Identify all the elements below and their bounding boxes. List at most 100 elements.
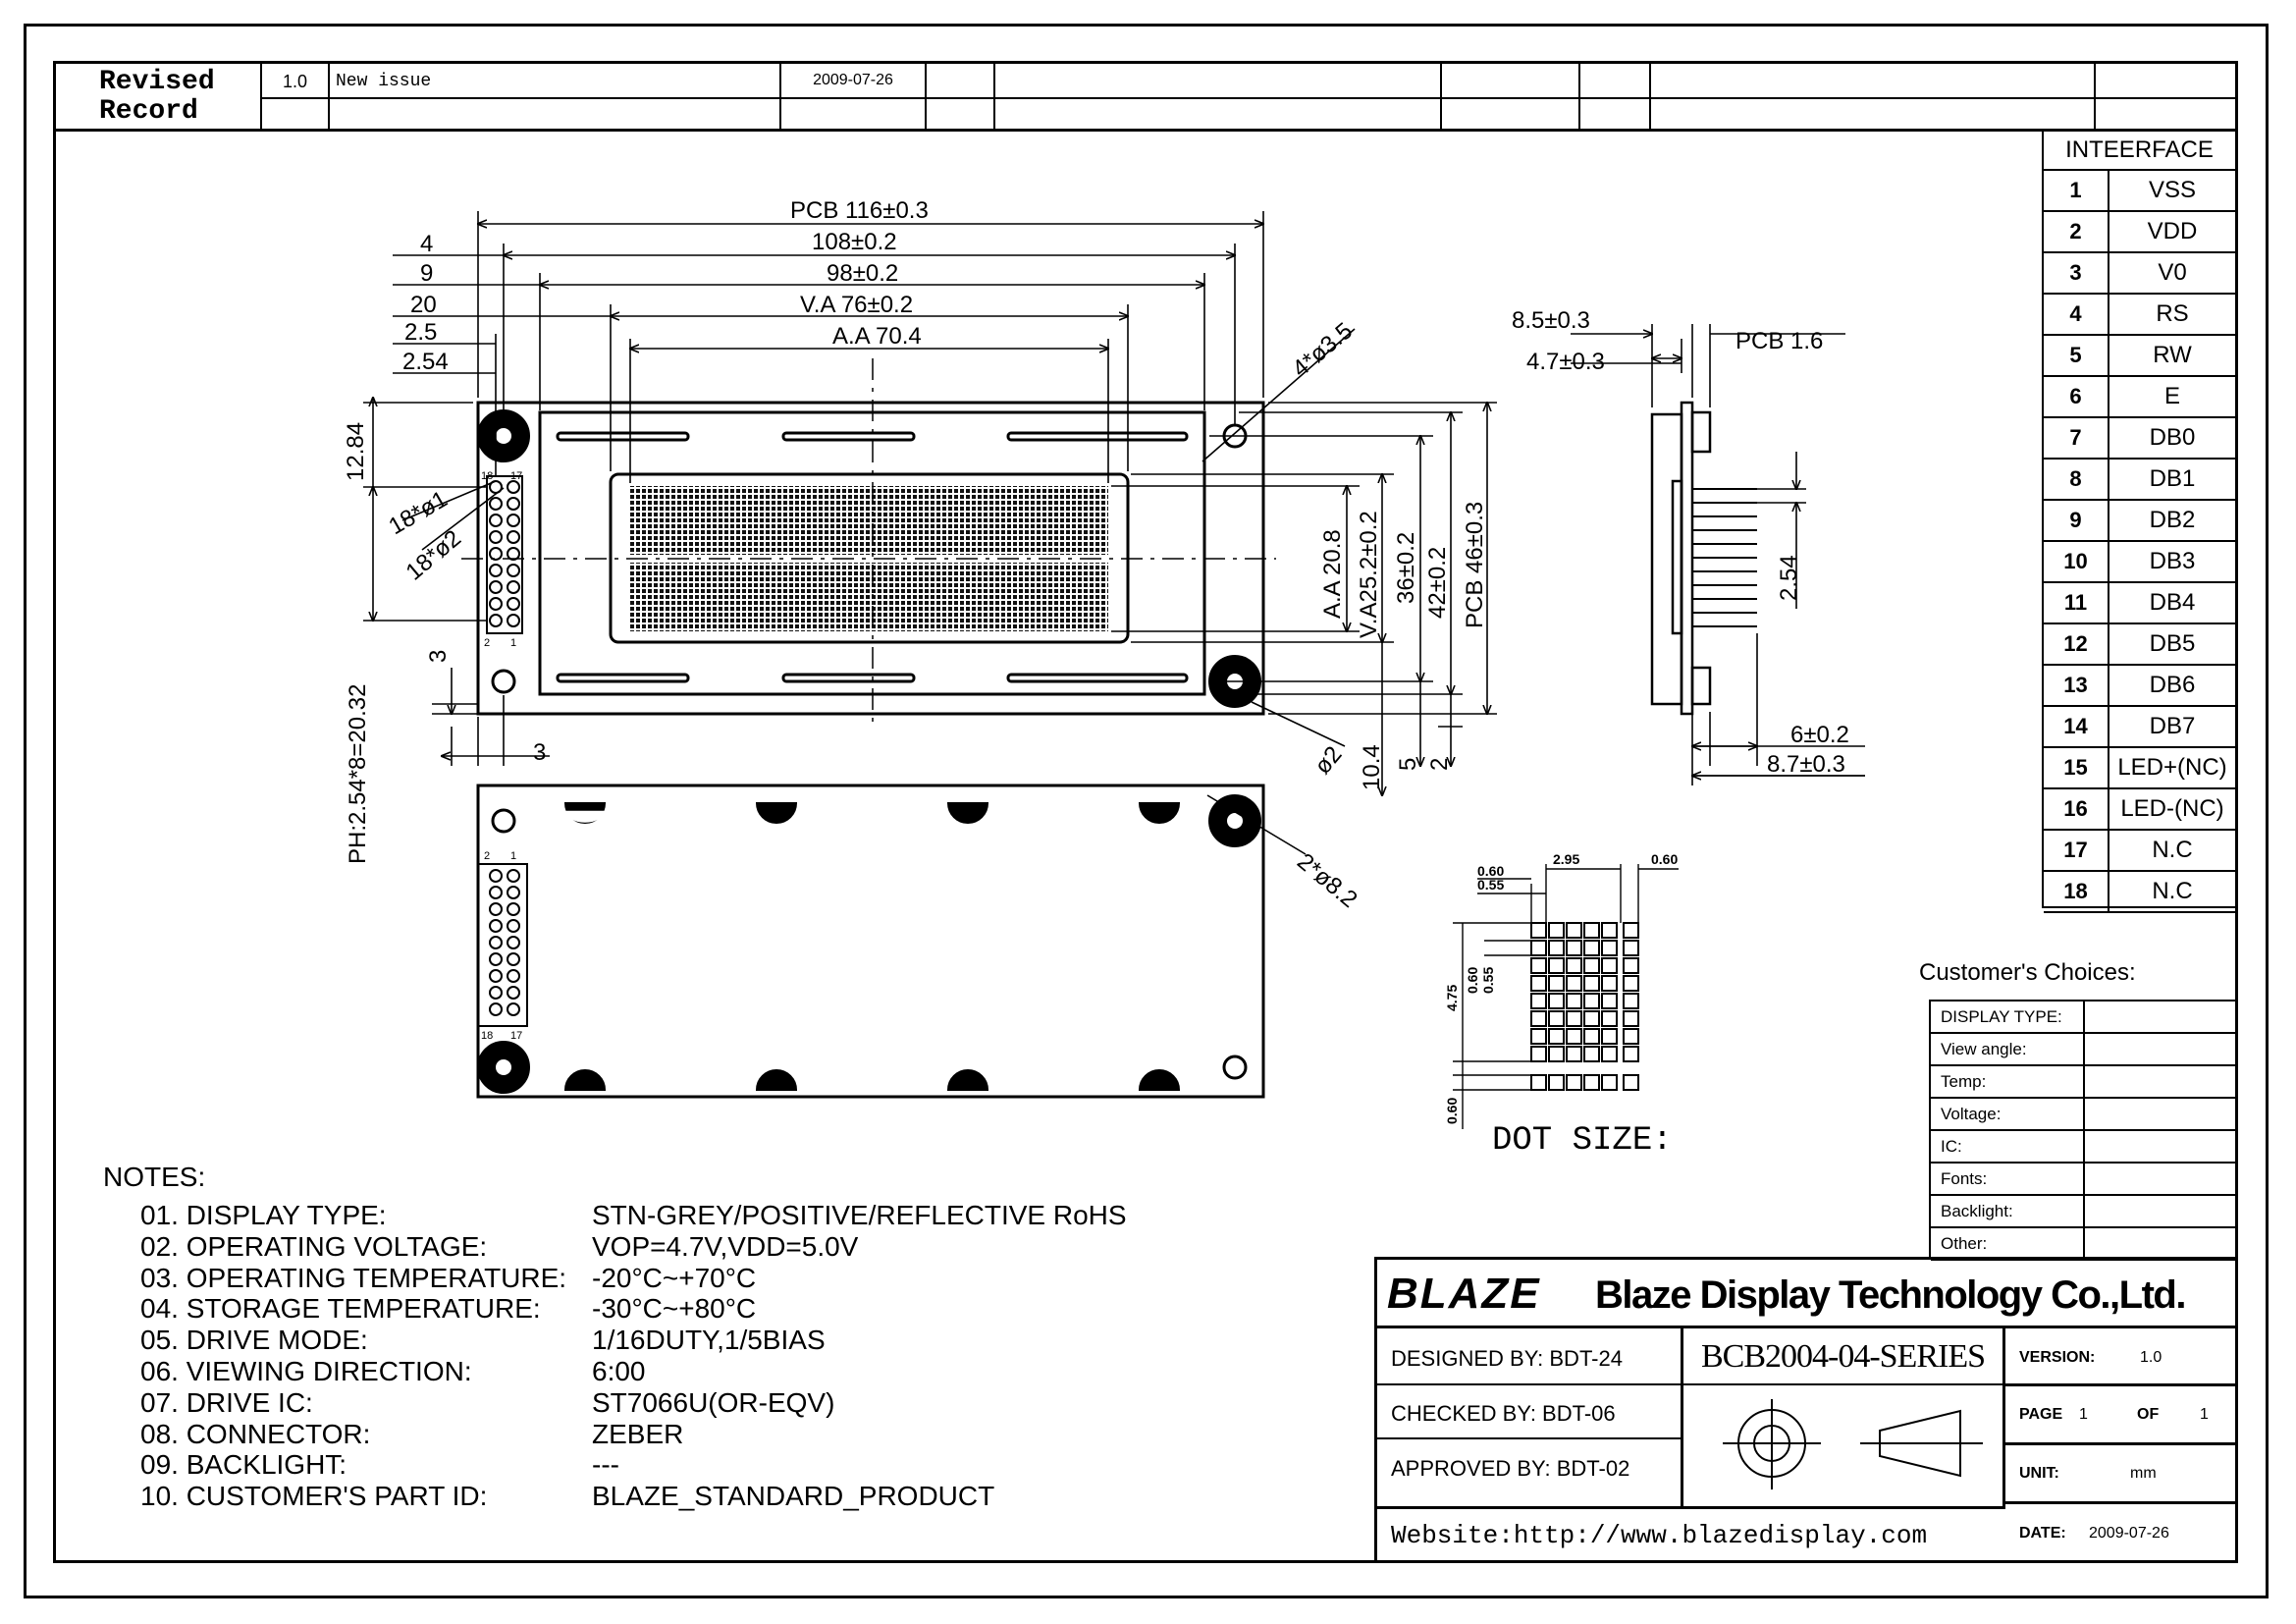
note-item: 08. CONNECTOR: ZEBER bbox=[140, 1419, 1220, 1450]
pin-label-2: 2 bbox=[484, 637, 490, 649]
date-value: 2009-07-26 bbox=[2089, 1525, 2169, 1542]
pin-number: 9 bbox=[2044, 501, 2109, 540]
note-item: 05. DRIVE MODE:1/16DUTY,1/5BIAS bbox=[140, 1325, 1220, 1356]
pin-number: 8 bbox=[2044, 460, 2109, 499]
dim-pcb-width: PCB 116±0.3 bbox=[790, 197, 929, 224]
customer-choice-value bbox=[2085, 1164, 2235, 1194]
part-number: BCB2004-04-SERIES bbox=[1683, 1338, 2002, 1385]
connector-pins-front bbox=[486, 475, 523, 634]
customer-choice-value bbox=[2085, 1034, 2235, 1064]
dot-0-60-b: 0.60 bbox=[1651, 851, 1678, 867]
pin-signal: DB2 bbox=[2149, 507, 2196, 533]
dim-side-8-5: 8.5±0.3 bbox=[1512, 307, 1590, 334]
pin-signal: DB3 bbox=[2149, 548, 2196, 574]
pin-signal: N.C bbox=[2152, 878, 2193, 904]
page-label: PAGE bbox=[2019, 1406, 2063, 1423]
note-item: 10. CUSTOMER'S PART ID:BLAZE_STANDARD_PR… bbox=[140, 1481, 1220, 1512]
dim-aa-width: A.A 70.4 bbox=[832, 323, 922, 350]
note-label: 02. OPERATING VOLTAGE: bbox=[140, 1230, 488, 1262]
company-banner: BLAZE Blaze Display Technology Co.,Ltd. bbox=[1377, 1260, 2235, 1328]
of-value: 1 bbox=[2200, 1406, 2209, 1423]
revision-date-cell: 2009-07-26 bbox=[781, 64, 927, 129]
note-value: -20°C~+70°C bbox=[592, 1262, 757, 1293]
note-item: 02. OPERATING VOLTAGE:VOP=4.7V,VDD=5.0V bbox=[140, 1231, 1220, 1263]
pin-number: 17 bbox=[2044, 831, 2109, 870]
dim-va-width: V.A 76±0.2 bbox=[800, 292, 913, 318]
revision-title-cell: Revised Record bbox=[56, 64, 262, 129]
pin-signal: DB0 bbox=[2149, 424, 2196, 451]
projection-symbol bbox=[1723, 1399, 1983, 1489]
pin-number: 6 bbox=[2044, 377, 2109, 416]
note-value: -30°C~+80°C bbox=[592, 1293, 757, 1325]
pin-signal: DB4 bbox=[2149, 589, 2196, 616]
note-label: 07. DRIVE IC: bbox=[140, 1386, 313, 1418]
note-value: BLAZE_STANDARD_PRODUCT bbox=[592, 1481, 995, 1512]
pin-signal: DB6 bbox=[2149, 672, 2196, 698]
pin-number: 7 bbox=[2044, 418, 2109, 458]
note-item: 09. BACKLIGHT:--- bbox=[140, 1449, 1220, 1481]
customer-choices-title: Customer's Choices: bbox=[1919, 959, 2136, 986]
pin-number: 18 bbox=[2044, 872, 2109, 911]
dim-5: 5 bbox=[1395, 758, 1421, 771]
dim-2-54: 2.54 bbox=[402, 349, 449, 375]
note-label: 08. CONNECTOR: bbox=[140, 1418, 371, 1449]
customer-choice-value bbox=[2085, 1066, 2235, 1097]
dim-side-8-7: 8.7±0.3 bbox=[1767, 751, 1845, 778]
pin-signal: LED+(NC) bbox=[2117, 754, 2227, 781]
pin-signal: VDD bbox=[2147, 218, 2198, 244]
revision-cell-7 bbox=[1442, 64, 1580, 129]
notes-title: NOTES: bbox=[103, 1162, 206, 1192]
pin-number: 14 bbox=[2044, 707, 2109, 746]
dim-side-2-54: 2.54 bbox=[1776, 555, 1802, 601]
revision-cell-9 bbox=[1651, 64, 2096, 129]
back-components bbox=[563, 802, 1181, 1091]
pcb-back-outline bbox=[476, 784, 1265, 1099]
note-label: 01. DISPLAY TYPE: bbox=[140, 1200, 387, 1230]
signoff-column: DESIGNED BY: BDT-24 CHECKED BY: BDT-06 A… bbox=[1377, 1328, 1683, 1506]
back-pin-label-2: 2 bbox=[484, 850, 490, 862]
note-value: 1/16DUTY,1/5BIAS bbox=[592, 1325, 826, 1356]
customer-choice-label: Temp: bbox=[1931, 1066, 2085, 1097]
website-row: Website:http://www.blazedisplay.com bbox=[1377, 1506, 2005, 1563]
pin-number: 12 bbox=[2044, 624, 2109, 664]
dim-10-4: 10.4 bbox=[1359, 744, 1385, 790]
customer-choice-value bbox=[2085, 1228, 2235, 1259]
dim-2: 2 bbox=[1426, 758, 1453, 771]
dim-2-5: 2.5 bbox=[404, 319, 437, 346]
pin-number: 16 bbox=[2044, 789, 2109, 829]
note-item: 01. DISPLAY TYPE:STN-GREY/POSITIVE/REFLE… bbox=[140, 1200, 1220, 1231]
customer-choice-label: Other: bbox=[1931, 1228, 2085, 1259]
revision-description: New issue bbox=[336, 72, 432, 91]
customer-choice-row: View angle: bbox=[1931, 1034, 2235, 1066]
dim-9: 9 bbox=[420, 260, 433, 287]
connector-pins-back bbox=[477, 863, 528, 1027]
note-value: ZEBER bbox=[592, 1418, 684, 1449]
revision-version-cell: 1.0 bbox=[262, 64, 330, 129]
website-link[interactable]: Website:http://www.blazedisplay.com bbox=[1391, 1521, 1928, 1550]
drawing-info-column: VERSION: 1.0 PAGE 1 OF 1 UNIT: mm DATE: … bbox=[2005, 1328, 2235, 1563]
dim-108: 108±0.2 bbox=[812, 229, 897, 255]
revision-version: 1.0 bbox=[282, 72, 308, 91]
pin-signal: V0 bbox=[2158, 259, 2187, 286]
pin-number: 5 bbox=[2044, 336, 2109, 375]
note-item: 04. STORAGE TEMPERATURE:-30°C~+80°C bbox=[140, 1293, 1220, 1325]
dim-4: 4 bbox=[420, 231, 433, 257]
dim-pitch: PH:2.54*8=20.32 bbox=[345, 684, 371, 864]
outer-frame bbox=[24, 24, 2269, 1598]
dim-20: 20 bbox=[410, 292, 437, 318]
revision-date: 2009-07-26 bbox=[813, 72, 893, 88]
interface-row: 18 N.C bbox=[2044, 872, 2235, 913]
note-item: 06. VIEWING DIRECTION:6:00 bbox=[140, 1356, 1220, 1387]
designed-by: DESIGNED BY: BDT-24 bbox=[1391, 1346, 1623, 1371]
back-pin-label-1: 1 bbox=[510, 850, 516, 862]
